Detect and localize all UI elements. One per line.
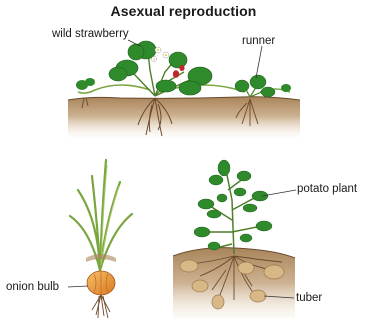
label-runner: runner xyxy=(242,35,275,48)
label-potato-plant: potato plant xyxy=(297,183,357,196)
strawberry-soil xyxy=(68,97,300,140)
leader-line-onion xyxy=(68,286,88,287)
label-wild-strawberry: wild strawberry xyxy=(52,28,129,41)
label-onion-bulb: onion bulb xyxy=(6,281,59,294)
diagram-title: Asexual reproduction xyxy=(0,3,367,19)
onion-plant xyxy=(70,160,132,318)
label-tuber: tuber xyxy=(296,292,322,305)
